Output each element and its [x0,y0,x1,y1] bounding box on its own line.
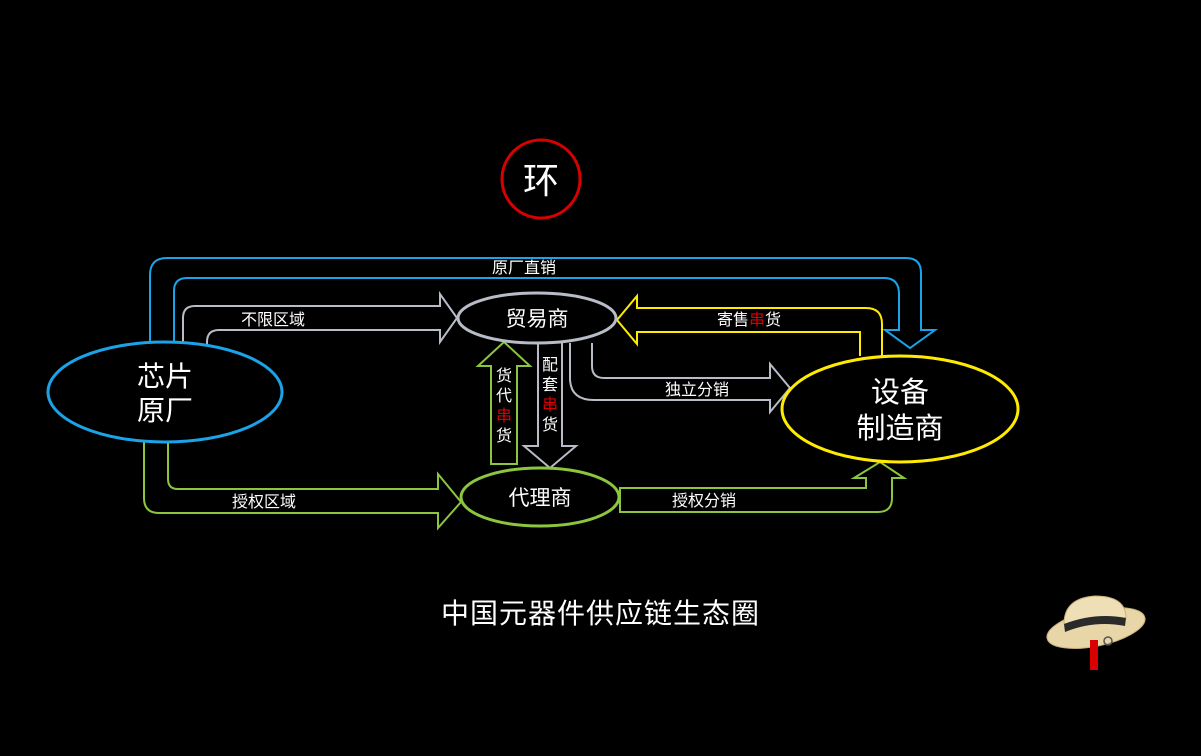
chip-vendor-node: 芯片 原厂 [46,340,284,444]
device-maker-node: 设备 制造商 [780,354,1020,464]
unlimited-area-arrow [182,290,459,346]
consignment-label: 寄售串货 [717,310,781,329]
ring-badge: 环 [500,138,582,220]
trader-to-agent-char-4: 货 [542,415,558,434]
straw-hat-logo-icon [1046,595,1146,670]
agent-to-trader-char-1: 货 [496,366,512,385]
device-label-line2: 制造商 [856,411,943,445]
direct-sales-label: 原厂直销 [492,258,556,277]
trader-to-agent-char-3: 串 [542,395,558,414]
ring-badge-text: 环 [523,161,559,202]
unlimited-area-label: 不限区域 [241,310,305,329]
trader-to-agent-char-2: 套 [542,375,558,394]
trader-node: 贸易商 [456,291,618,345]
direct-sales-arrow [149,257,939,350]
trader-to-agent-char-1: 配 [542,355,558,374]
device-label-line1: 设备 [871,375,929,409]
authorized-dist-arrow [619,460,908,513]
agent-to-trader-char-4: 货 [496,426,512,445]
agent-label: 代理商 [509,486,572,510]
consignment-label-a: 寄售 [717,310,749,329]
independent-dist-label: 独立分销 [665,380,729,399]
authorized-dist-label: 授权分销 [672,491,736,510]
consignment-arrow [615,293,883,356]
diagram-caption: 中国元器件供应链生态圈 [440,597,760,630]
authorized-area-arrow [143,440,463,531]
agent-to-trader-char-2: 代 [496,386,512,405]
independent-dist-arrow [569,343,792,415]
agent-to-trader-arrow [475,340,533,465]
trader-label: 贸易商 [506,307,569,331]
consignment-label-c: 货 [765,310,781,329]
agent-to-trader-char-3: 串 [496,406,512,425]
chip-label-line1: 芯片 [137,360,193,393]
authorized-area-label: 授权区域 [232,492,296,511]
agent-node: 代理商 [459,466,621,528]
chip-label-line2: 原厂 [137,394,193,427]
consignment-label-b: 串 [749,310,765,329]
